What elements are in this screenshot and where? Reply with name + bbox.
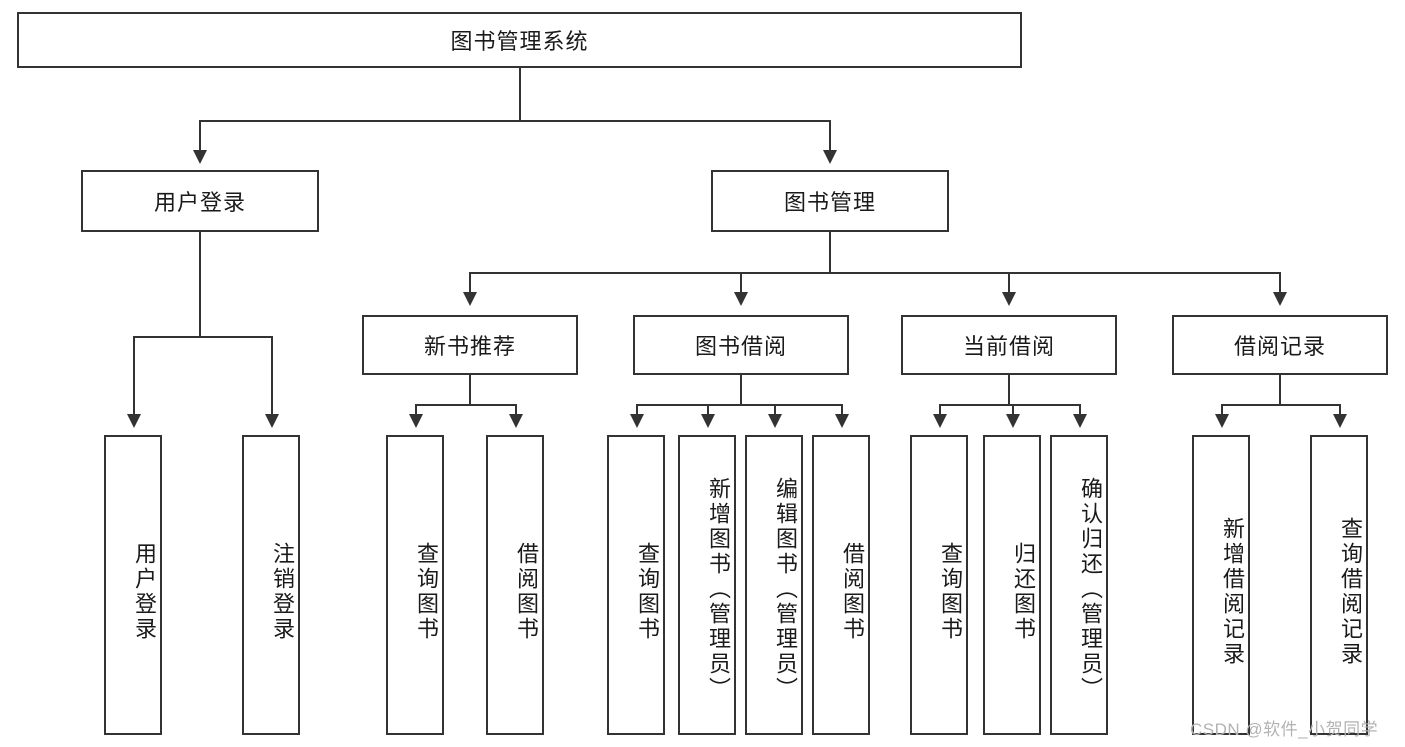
connector-bb-bus <box>636 404 841 406</box>
node-label: 新增图书（管理员） <box>706 476 731 702</box>
connector-bm-drop-1 <box>469 272 471 294</box>
node-leaf-return-book[interactable]: 归还图书 <box>983 435 1041 735</box>
node-root-system[interactable]: 图书管理系统 <box>17 12 1022 68</box>
connector-bm-drop-3 <box>1008 272 1010 294</box>
connector-user-login-bus <box>133 336 272 338</box>
arrow-to-leaf-query-book-2 <box>630 414 644 428</box>
arrow-to-book-manage <box>823 150 837 164</box>
connector-root-bus <box>199 120 831 122</box>
node-leaf-borrow-book-1[interactable]: 借阅图书 <box>486 435 544 735</box>
connector-nbr-stem <box>469 375 471 404</box>
arrow-to-leaf-query-book-3 <box>933 414 947 428</box>
arrow-to-borrow-record <box>1273 292 1287 306</box>
node-book-borrow[interactable]: 图书借阅 <box>633 315 849 375</box>
node-label: 用户登录 <box>153 190 246 215</box>
arrow-to-leaf-borrow-book-2 <box>835 414 849 428</box>
arrow-to-new-book-rec <box>463 292 477 306</box>
node-book-manage[interactable]: 图书管理 <box>711 170 949 232</box>
connector-br-drop-2 <box>1339 404 1341 416</box>
arrow-to-leaf-return-book <box>1006 414 1020 428</box>
connector-user-login-drop-2 <box>271 336 273 416</box>
connector-root-drop-left <box>199 120 201 152</box>
node-label: 查询借阅记录 <box>1338 517 1363 667</box>
node-leaf-borrow-book-2[interactable]: 借阅图书 <box>812 435 870 735</box>
node-borrow-record[interactable]: 借阅记录 <box>1172 315 1388 375</box>
connector-nbr-drop-1 <box>415 404 417 416</box>
connector-bb-drop-3 <box>774 404 776 416</box>
connector-cb-drop-1 <box>939 404 941 416</box>
node-label: 图书管理 <box>783 190 876 215</box>
node-label: 确认归还（管理员） <box>1078 476 1103 702</box>
arrow-to-current-borrow <box>1002 292 1016 306</box>
connector-br-bus <box>1221 404 1339 406</box>
node-leaf-query-book-2[interactable]: 查询图书 <box>607 435 665 735</box>
arrow-to-leaf-query-record <box>1333 414 1347 428</box>
arrow-to-leaf-logout <box>265 414 279 428</box>
node-label: 查询图书 <box>414 542 439 642</box>
connector-book-manage-stem <box>829 232 831 272</box>
node-label: 用户登录 <box>132 542 157 642</box>
node-leaf-query-record[interactable]: 查询借阅记录 <box>1310 435 1368 735</box>
connector-cb-stem <box>1008 375 1010 404</box>
node-leaf-edit-book[interactable]: 编辑图书（管理员） <box>745 435 803 735</box>
connector-cb-drop-3 <box>1079 404 1081 416</box>
node-leaf-confirm-return[interactable]: 确认归还（管理员） <box>1050 435 1108 735</box>
connector-bb-stem <box>740 375 742 404</box>
connector-bm-drop-2 <box>740 272 742 294</box>
connector-nbr-bus <box>415 404 516 406</box>
connector-book-manage-bus <box>469 272 1281 274</box>
connector-user-login-drop-1 <box>133 336 135 416</box>
node-label: 归还图书 <box>1011 542 1036 642</box>
node-label: 借阅图书 <box>514 542 539 642</box>
node-label: 新书推荐 <box>423 334 516 359</box>
node-user-login[interactable]: 用户登录 <box>81 170 319 232</box>
connector-root-drop-right <box>829 120 831 152</box>
connector-br-stem <box>1279 375 1281 404</box>
csdn-watermark: CSDN @软件_小贺同学 <box>1190 720 1379 739</box>
connector-nbr-drop-2 <box>515 404 517 416</box>
node-leaf-add-book[interactable]: 新增图书（管理员） <box>678 435 736 735</box>
connector-cb-drop-2 <box>1012 404 1014 416</box>
node-label: 图书管理系统 <box>450 29 589 54</box>
connector-bb-drop-1 <box>636 404 638 416</box>
node-label: 图书借阅 <box>694 334 787 359</box>
connector-br-drop-1 <box>1221 404 1223 416</box>
node-new-book-rec[interactable]: 新书推荐 <box>362 315 578 375</box>
node-leaf-add-record[interactable]: 新增借阅记录 <box>1192 435 1250 735</box>
arrow-to-book-borrow <box>734 292 748 306</box>
connector-bb-drop-4 <box>841 404 843 416</box>
node-label: 注销登录 <box>270 542 295 642</box>
connector-bb-drop-2 <box>707 404 709 416</box>
arrow-to-leaf-edit-book <box>768 414 782 428</box>
arrow-to-leaf-borrow-book-1 <box>509 414 523 428</box>
arrow-to-leaf-add-book <box>701 414 715 428</box>
node-label: 借阅记录 <box>1233 334 1326 359</box>
arrow-to-leaf-user-login <box>127 414 141 428</box>
node-current-borrow[interactable]: 当前借阅 <box>901 315 1117 375</box>
connector-cb-bus <box>939 404 1080 406</box>
connector-user-login-stem <box>199 232 201 336</box>
node-leaf-user-login[interactable]: 用户登录 <box>104 435 162 735</box>
node-leaf-logout[interactable]: 注销登录 <box>242 435 300 735</box>
arrow-to-leaf-add-record <box>1215 414 1229 428</box>
node-label: 查询图书 <box>635 542 660 642</box>
arrow-to-leaf-confirm-return <box>1073 414 1087 428</box>
arrow-to-user-login <box>193 150 207 164</box>
node-label: 编辑图书（管理员） <box>773 476 798 702</box>
node-label: 查询图书 <box>938 542 963 642</box>
node-label: 新增借阅记录 <box>1220 517 1245 667</box>
node-leaf-query-book-1[interactable]: 查询图书 <box>386 435 444 735</box>
node-label: 当前借阅 <box>962 334 1055 359</box>
connector-bm-drop-4 <box>1279 272 1281 294</box>
connector-root-stem <box>519 68 521 120</box>
node-leaf-query-book-3[interactable]: 查询图书 <box>910 435 968 735</box>
arrow-to-leaf-query-book-1 <box>409 414 423 428</box>
node-label: 借阅图书 <box>840 542 865 642</box>
